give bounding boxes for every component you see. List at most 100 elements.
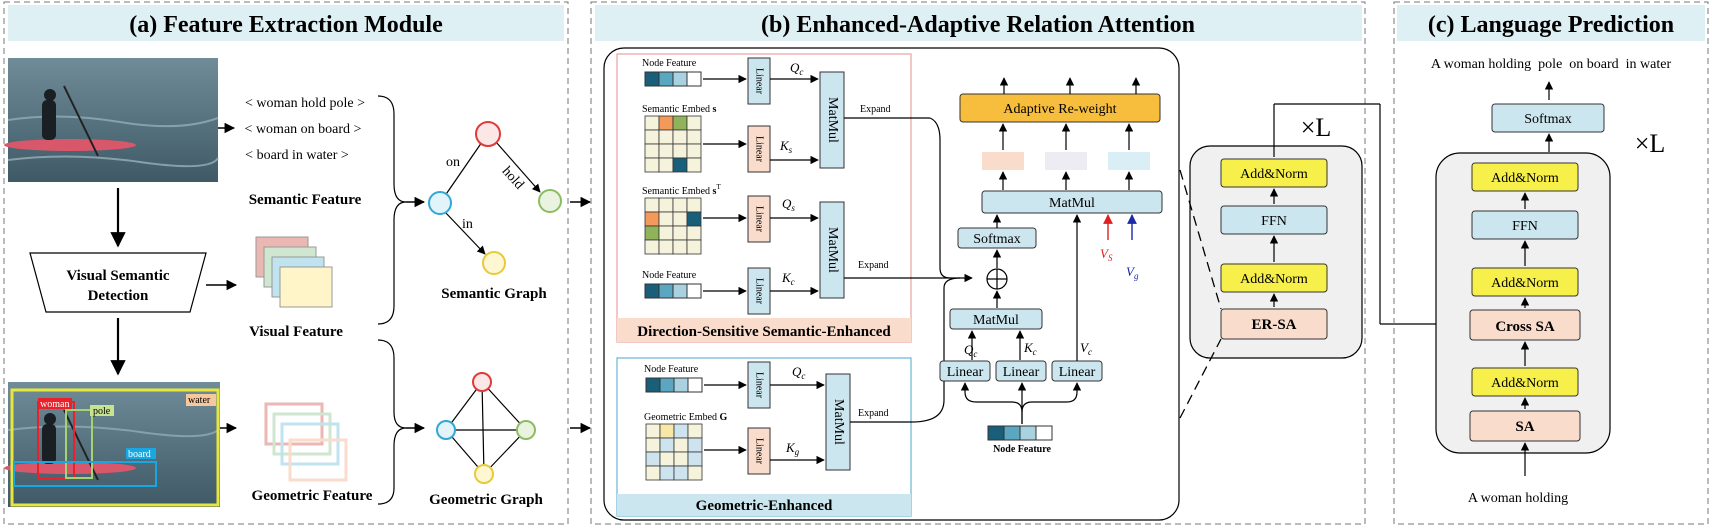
matrix-cell (658, 157, 674, 173)
semantic-embed-matrix-s (644, 115, 702, 173)
weight-chip-3 (1108, 152, 1150, 170)
semantic-graph-label: Semantic Graph (441, 286, 547, 302)
matrix-cell (673, 437, 689, 453)
svg-text:board: board (128, 449, 151, 460)
svg-text:Linear: Linear (754, 136, 765, 163)
matrix-cell (659, 423, 675, 439)
er-stack-bg (1189, 145, 1363, 359)
matrix-cell (658, 225, 674, 241)
matrix-cell (672, 157, 688, 173)
svg-text:MatMul: MatMul (1049, 196, 1095, 211)
matrix-cell (686, 129, 702, 145)
svg-text:VS: VS (1100, 246, 1113, 263)
triple-1: < woman hold pole > (245, 96, 365, 111)
svg-text:FFN: FFN (1261, 214, 1287, 229)
matrix-cell (686, 115, 702, 131)
matrix-cell (659, 465, 675, 481)
svg-text:Softmax: Softmax (1524, 112, 1571, 127)
matrix-cell (645, 465, 661, 481)
svg-text:Linear: Linear (1059, 365, 1096, 380)
matrix-cell (687, 423, 703, 439)
svg-text:MatMul: MatMul (825, 227, 840, 273)
node-feature-vec-2 (644, 283, 702, 299)
sa (1469, 410, 1581, 442)
svg-text:Kc: Kc (781, 270, 795, 287)
matrix-cell (644, 129, 660, 145)
svg-text:MatMul: MatMul (973, 313, 1019, 328)
matrix-cell (672, 211, 688, 227)
svg-text:MatMul: MatMul (831, 399, 846, 445)
svg-text:pole: pole (93, 406, 111, 417)
visual-feature-stack (255, 236, 333, 308)
svg-text:Adaptive Re-weight: Adaptive Re-weight (1003, 102, 1116, 117)
svg-text:Add&Norm: Add&Norm (1491, 171, 1559, 186)
paddleboard-photo (4, 58, 219, 182)
weight-chip-1 (982, 152, 1024, 170)
softmax-c (1491, 103, 1605, 133)
adaptive-reweight (959, 93, 1161, 123)
matrix-cell (644, 197, 660, 213)
matrix-cell (644, 239, 660, 255)
matrix-cell (686, 197, 702, 213)
panel-a-title: (a) Feature Extraction Module (129, 12, 443, 38)
brace-bottom (377, 339, 407, 505)
matrix-cell (672, 143, 688, 159)
svg-text:on: on (446, 155, 460, 170)
matrix-cell (658, 129, 674, 145)
svg-text:Linear: Linear (1003, 365, 1040, 380)
svg-text:Vg: Vg (1126, 264, 1139, 281)
node-feature-vec-3 (645, 377, 703, 393)
linear-qc-1 (747, 57, 771, 105)
triple-3: < board in water > (245, 148, 349, 163)
input-sentence: A woman holding (1468, 491, 1568, 506)
panel-a: (a) Feature Extraction Module < woman ho… (3, 1, 592, 525)
matrix-cell (686, 239, 702, 255)
semantic-graph: on hold in (428, 121, 562, 275)
dsse-label: Direction-Sensitive Semantic-Enhanced (637, 324, 891, 340)
matmul-2 (819, 201, 845, 299)
svg-text:Linear: Linear (947, 365, 984, 380)
linear-k (995, 360, 1047, 382)
matrix-cell (644, 225, 660, 241)
matrix-cell (687, 451, 703, 467)
detection-photo: woman pole board water (4, 382, 221, 507)
svg-text:Linear: Linear (754, 372, 765, 399)
matrix-cell (686, 211, 702, 227)
svg-text:water: water (188, 395, 211, 406)
svg-text:ER-SA: ER-SA (1251, 317, 1296, 333)
svg-text:Expand: Expand (860, 104, 891, 115)
geometric-graph (436, 372, 536, 484)
matmul-4 (981, 190, 1163, 214)
matrix-cell (672, 225, 688, 241)
weight-chip-2 (1045, 152, 1087, 170)
matrix-cell (644, 211, 660, 227)
visual-semantic-detection: Visual Semantic Detection (29, 252, 207, 313)
svg-text:FFN: FFN (1512, 219, 1538, 234)
cross-sa (1469, 309, 1581, 341)
matrix-cell (645, 437, 661, 453)
svg-text:SA: SA (1515, 419, 1534, 435)
svg-text:Ks: Ks (779, 138, 793, 155)
matrix-cell (644, 115, 660, 131)
svg-text:Node Feature: Node Feature (642, 58, 697, 69)
panel-b: (b) Enhanced-Adaptive Relation Attention… (590, 1, 1366, 525)
panel-c-title: (c) Language Prediction (1428, 12, 1674, 38)
matrix-cell (672, 129, 688, 145)
matrix-cell (658, 115, 674, 131)
matrix-cell (645, 423, 661, 439)
svg-text:in: in (462, 217, 473, 232)
svg-text:hold: hold (499, 164, 527, 193)
panel-c-frame (1393, 1, 1709, 525)
brace-top (377, 95, 407, 325)
panel-b-title-bg (595, 5, 1362, 41)
matmul-5 (949, 308, 1043, 330)
matrix-cell (658, 197, 674, 213)
svg-text:Geometric Embed G: Geometric Embed G (644, 412, 728, 423)
matrix-cell (673, 465, 689, 481)
svg-text:Linear: Linear (754, 438, 765, 465)
matrix-cell (673, 451, 689, 467)
matrix-cell (658, 239, 674, 255)
panel-a-frame (3, 1, 569, 525)
linear-kg (747, 427, 771, 475)
